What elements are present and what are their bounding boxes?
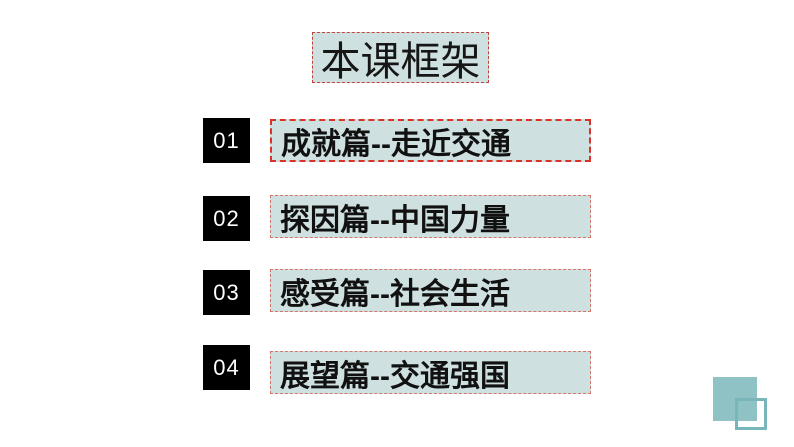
framework-item-label: 感受篇--社会生活	[280, 277, 510, 311]
framework-item-label: 展望篇--交通强国	[280, 359, 510, 393]
item-number-badge: 03	[203, 270, 250, 315]
framework-item: 成就篇--走近交通	[270, 119, 591, 162]
framework-item: 感受篇--社会生活	[270, 269, 591, 312]
item-number-badge: 01	[203, 118, 250, 163]
framework-item: 探因篇--中国力量	[270, 195, 591, 238]
framework-item-label: 探因篇--中国力量	[280, 203, 510, 237]
framework-item: 展望篇--交通强国	[270, 351, 591, 394]
framework-item-label: 成就篇--走近交通	[281, 127, 511, 161]
item-number: 03	[213, 279, 240, 305]
slide-title: 本课框架	[320, 39, 481, 84]
item-number: 01	[213, 127, 240, 153]
slide-title-box: 本课框架	[312, 32, 489, 84]
decorative-outline-square	[735, 398, 767, 430]
item-number: 04	[213, 354, 240, 380]
item-number: 02	[213, 205, 240, 231]
item-number-badge: 02	[203, 196, 250, 241]
item-number-badge: 04	[203, 345, 250, 390]
